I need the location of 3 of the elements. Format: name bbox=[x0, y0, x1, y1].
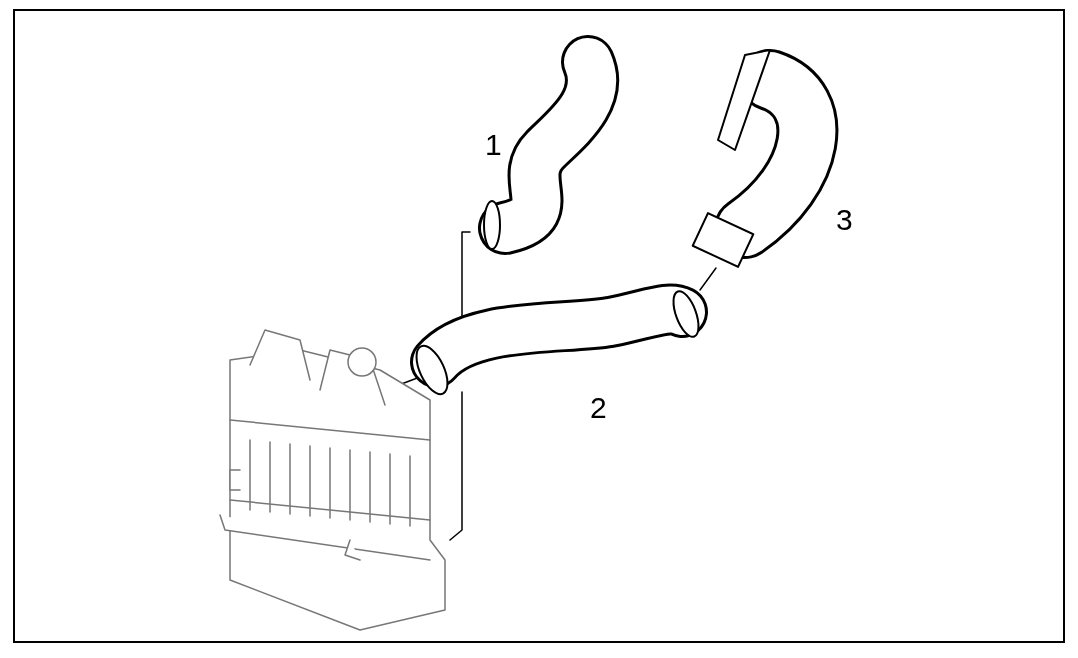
callout-number: 1 bbox=[485, 130, 502, 160]
callout-number: 3 bbox=[836, 205, 853, 235]
callout-number: 2 bbox=[590, 393, 607, 423]
